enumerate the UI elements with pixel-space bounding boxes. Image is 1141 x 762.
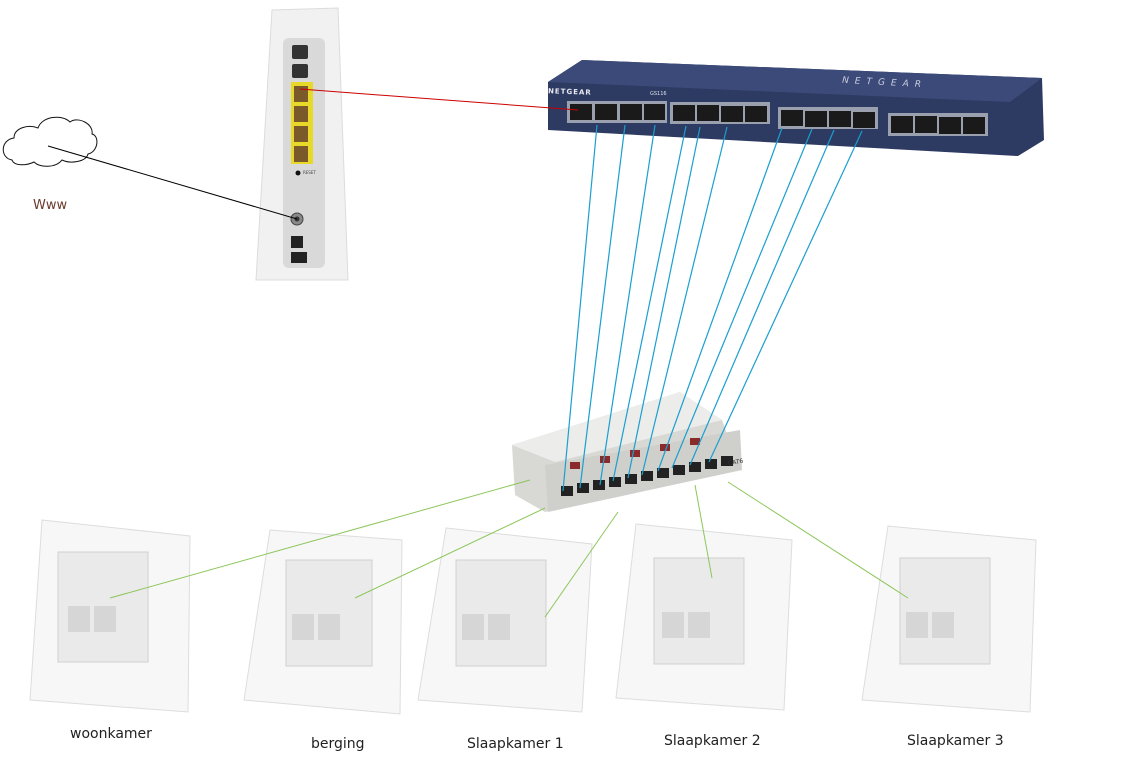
outlet-label-woonkamer: woonkamer — [70, 726, 152, 742]
internet-label: Www — [33, 198, 68, 213]
network-switch — [548, 60, 1044, 156]
cable-sw4-pp3 — [599, 124, 656, 486]
cable-woonkamer — [109, 479, 531, 599]
outlet-label-slaapkamer-3: Slaapkamer 3 — [907, 733, 1004, 749]
cable-slaapkamer3 — [727, 481, 909, 599]
cables-patch-outlets — [109, 479, 909, 618]
cable-sw3-pp2 — [579, 124, 626, 489]
cable-modem-switch — [299, 88, 579, 111]
cable-sw6-pp5 — [627, 126, 701, 479]
outlet-label-berging: berging — [311, 736, 365, 752]
cable-sw7-pp6 — [641, 126, 728, 476]
modem-router — [255, 7, 349, 281]
cable-sw5-pp4 — [612, 125, 687, 482]
cables-switch-patch — [562, 124, 863, 492]
cable-slaapkamer2 — [694, 484, 713, 579]
switch-model: GS116 — [650, 91, 667, 97]
cable-sw12-pp10 — [708, 130, 863, 463]
modem-reset-label: RESET — [303, 170, 316, 175]
cloud-icon — [2, 116, 98, 167]
cable-slaapkamer1 — [544, 511, 619, 618]
outlet-label-slaapkamer-1: Slaapkamer 1 — [467, 736, 564, 752]
cable-sw11-pp9 — [689, 129, 835, 466]
cable-sw10-pp8 — [671, 128, 813, 469]
cable-sw2-pp1 — [562, 124, 598, 492]
cable-berging — [354, 507, 546, 599]
cable-internet-modem — [47, 145, 298, 220]
outlet-label-slaapkamer-2: Slaapkamer 2 — [664, 733, 761, 749]
cable-sw9-pp7 — [657, 127, 783, 472]
switch-brand: NETGEAR — [547, 87, 592, 97]
